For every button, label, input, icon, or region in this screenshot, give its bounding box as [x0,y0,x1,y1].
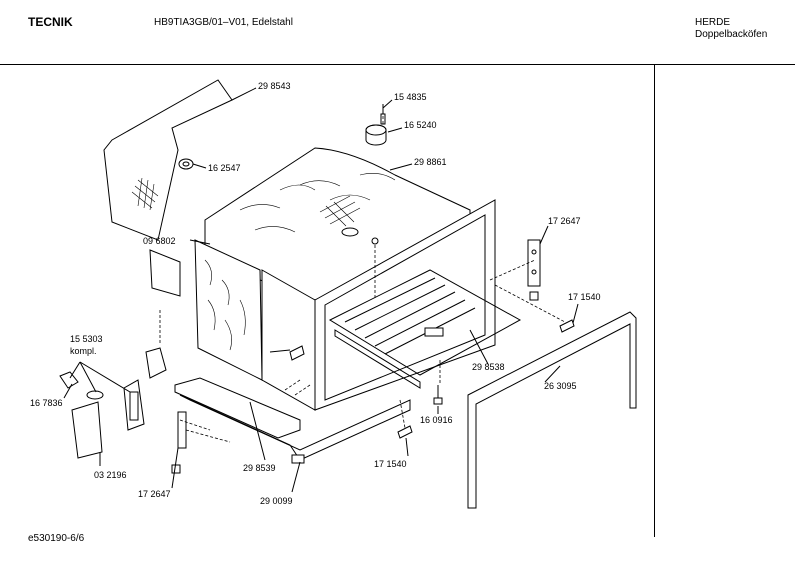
oven-housing-drawing [194,147,496,411]
part-label-167836: 16 7836 [30,398,63,408]
part-label-298543: 29 8543 [258,81,291,91]
part-label-032196: 03 2196 [94,470,127,480]
bottom-frame-drawing [171,377,411,474]
drawing-code: e530190-6/6 [28,533,85,544]
category-line-2: Doppelbacköfen [695,29,768,40]
oven-rack-drawing [328,269,522,389]
part-label-171540-bottom: 17 1540 [374,459,407,469]
leader-lines [63,87,579,493]
part-label-154835: 15 4835 [394,92,427,102]
door-gasket-drawing [467,311,637,509]
part-label-155303: 15 5303 [70,334,103,344]
sidebar-divider [654,65,655,537]
header-divider [0,64,795,65]
assembly-guide-lines [159,110,566,443]
part-label-096802: 09 6802 [143,236,176,246]
brand-name: TECNIK [28,15,73,29]
part-label-263095: 26 3095 [544,381,577,391]
cap-parts-drawing [365,104,387,146]
part-label-165240: 16 5240 [404,120,437,130]
part-label-162547: 16 2547 [208,163,241,173]
part-label-172647-right: 17 2647 [548,216,581,226]
part-label-kompl: kompl. [70,346,97,356]
part-label-172647-left: 17 2647 [138,489,171,499]
insulation-panel-drawing [103,79,233,241]
model-designation: HB9TIA3GB/01–V01, Edelstahl [154,17,293,28]
part-label-298538: 29 8538 [472,362,505,372]
part-label-171540-right: 17 1540 [568,292,601,302]
part-label-298861: 29 8861 [414,157,447,167]
part-label-160916: 16 0916 [420,415,453,425]
category-line-1: HERDE [695,17,731,28]
part-label-298539: 29 8539 [243,463,276,473]
electrical-kit-drawing [59,249,305,459]
right-bracket-drawing [397,239,575,439]
part-label-290099: 29 0099 [260,496,293,506]
